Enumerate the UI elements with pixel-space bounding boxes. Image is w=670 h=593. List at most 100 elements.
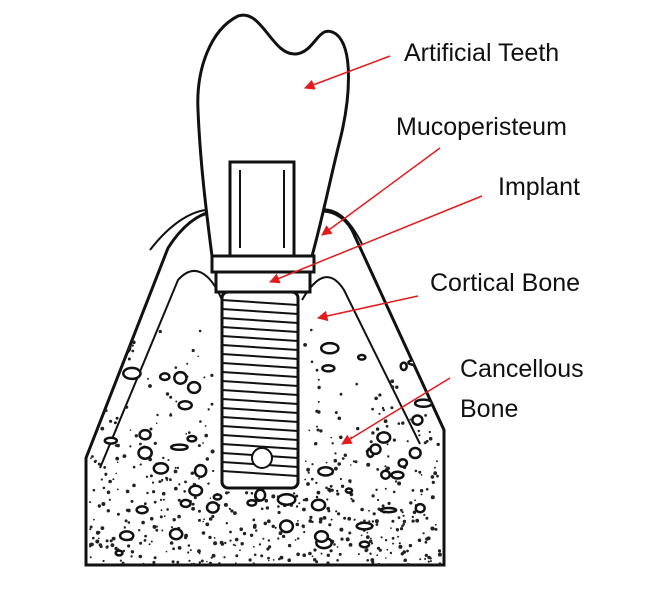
stipple-dot	[315, 409, 319, 413]
stipple-dot	[319, 517, 323, 521]
stipple-dot	[415, 518, 420, 523]
stipple-dot	[430, 475, 435, 479]
stipple-dot	[187, 544, 191, 547]
stipple-dot	[295, 494, 299, 498]
stipple-dot	[302, 498, 306, 502]
thread-line	[221, 326, 299, 333]
stipple-dot	[198, 477, 200, 480]
trabecular-blob	[186, 380, 202, 395]
stipple-dot	[213, 537, 216, 539]
stipple-dot	[116, 461, 119, 464]
stipple-dot	[161, 529, 164, 532]
stipple-dot	[129, 429, 132, 431]
stipple-dot	[334, 466, 338, 471]
stipple-dot	[424, 557, 427, 560]
stipple-dot	[310, 328, 313, 332]
cancellous-bone-texture	[88, 328, 442, 565]
stipple-dot	[172, 518, 176, 522]
stipple-dot	[127, 357, 131, 361]
stipple-dot	[401, 524, 404, 528]
stipple-dot	[423, 513, 426, 517]
stipple-dot	[169, 413, 173, 417]
stipple-dot	[411, 515, 414, 519]
thread-line	[221, 362, 299, 369]
stipple-dot	[132, 340, 136, 345]
stipple-dot	[102, 559, 105, 563]
implant-threads	[221, 299, 299, 477]
stipple-dot	[406, 563, 410, 565]
stipple-dot	[306, 467, 310, 472]
stipple-dot	[311, 555, 314, 558]
stipple-dot	[150, 540, 153, 543]
stipple-dot	[376, 563, 381, 565]
stipple-dot	[159, 515, 163, 519]
stipple-dot	[183, 490, 186, 493]
stipple-dot	[253, 523, 257, 528]
stipple-dot	[385, 424, 389, 428]
trabecular-blob	[173, 370, 188, 385]
trabecular-blob	[205, 501, 220, 514]
stipple-dot	[434, 527, 438, 531]
stipple-dot	[198, 509, 201, 513]
stipple-dot	[281, 534, 286, 539]
stipple-dot	[401, 511, 404, 514]
stipple-dot	[326, 498, 329, 501]
stipple-dot	[89, 528, 92, 531]
stipple-dot	[369, 552, 372, 555]
stipple-dot	[100, 478, 103, 481]
stipple-dot	[348, 543, 353, 547]
stipple-dot	[401, 421, 405, 425]
stipple-dot	[330, 436, 333, 439]
stipple-dot	[255, 529, 258, 532]
stipple-dot	[125, 489, 130, 494]
stipple-dot	[160, 509, 163, 512]
stipple-dot	[101, 502, 106, 506]
stipple-dot	[424, 553, 428, 558]
stipple-dot	[108, 479, 112, 484]
stipple-dot	[211, 553, 216, 558]
stipple-dot	[430, 495, 435, 500]
stipple-dot	[303, 343, 307, 347]
stipple-dot	[340, 484, 345, 488]
stipple-dot	[204, 433, 208, 438]
stipple-dot	[287, 558, 292, 562]
stipple-dot	[131, 344, 134, 347]
stipple-dot	[148, 384, 152, 388]
stipple-dot	[234, 537, 239, 542]
stipple-dot	[295, 522, 300, 527]
thread-line	[221, 353, 299, 360]
stipple-dot	[167, 459, 170, 461]
trabecular-blob	[313, 530, 330, 543]
stipple-dot	[390, 406, 394, 410]
stipple-dot	[235, 562, 237, 564]
stipple-dot	[184, 533, 189, 538]
stipple-dot	[308, 429, 311, 432]
stipple-dot	[436, 442, 440, 447]
stipple-dot	[310, 360, 314, 364]
stipple-dot	[211, 514, 215, 519]
stipple-dot	[198, 329, 202, 333]
stipple-dot	[177, 514, 181, 519]
stipple-dot	[108, 498, 111, 501]
stipple-dot	[147, 377, 149, 380]
label-cancellous-bone-line1: Cancellous	[460, 355, 584, 383]
trabecular-blob	[407, 358, 425, 367]
stipple-dot	[123, 526, 127, 529]
stipple-dot	[375, 488, 378, 491]
stipple-dot	[308, 519, 313, 523]
label-cortical-bone: Cortical Bone	[430, 269, 581, 297]
stipple-dot	[411, 519, 415, 523]
stipple-dot	[317, 400, 320, 403]
stipple-dot	[338, 552, 342, 556]
stipple-dot	[364, 549, 367, 552]
trabecular-blob	[317, 466, 335, 477]
stipple-dot	[105, 545, 109, 549]
stipple-dot	[138, 529, 141, 532]
stipple-dot	[239, 527, 243, 531]
stipple-dot	[99, 348, 102, 351]
stipple-dot	[297, 520, 299, 522]
stipple-dot	[115, 472, 118, 475]
trabecular-blob	[122, 366, 142, 381]
stipple-dot	[141, 520, 145, 525]
stipple-dot	[397, 516, 401, 519]
